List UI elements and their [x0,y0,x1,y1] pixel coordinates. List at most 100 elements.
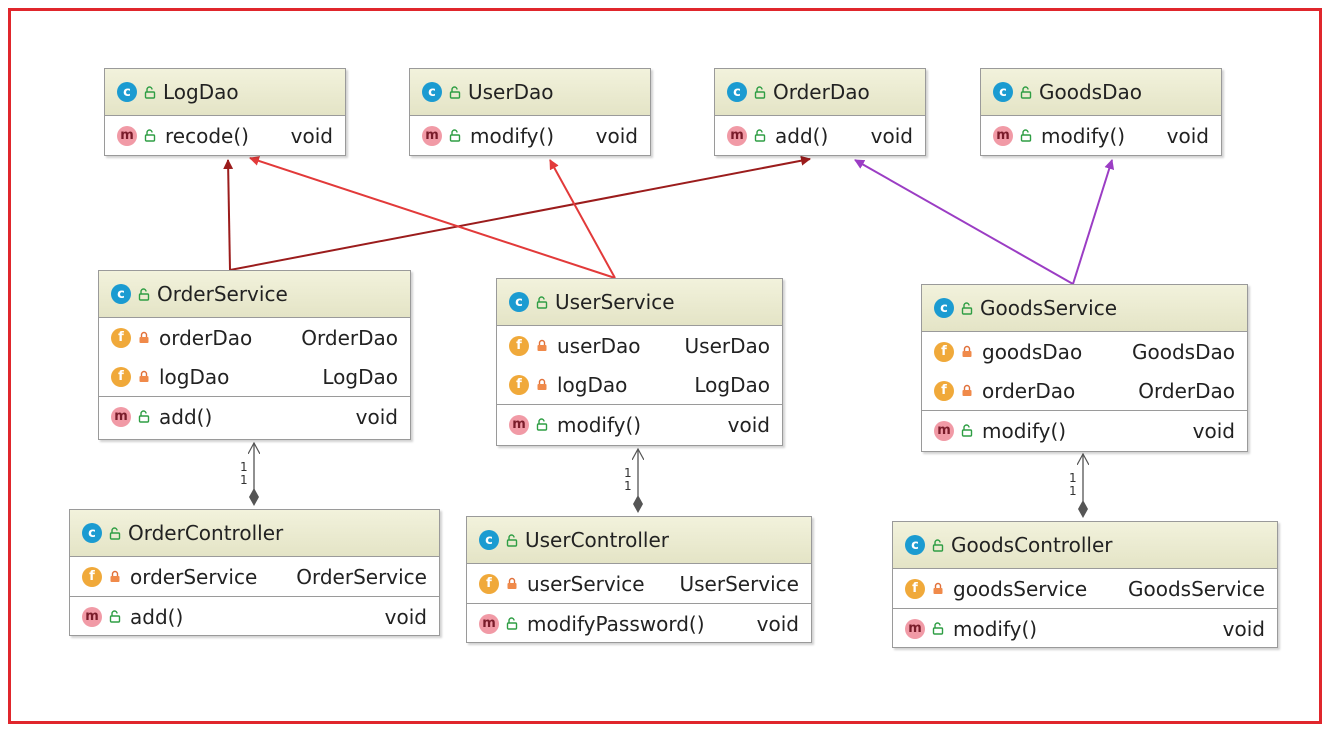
method-type: void [384,604,427,629]
field-type: OrderDao [301,325,398,350]
class-name: OrderController [128,521,284,545]
class-userservice[interactable]: c UserService f userDao UserDao f logDao… [496,278,783,446]
unlock-icon [143,129,157,143]
class-icon: c [479,530,499,550]
method-name: modifyPassword() [527,611,705,636]
class-userdao[interactable]: c UserDao m modify() void [409,68,651,156]
method-icon: m [117,125,137,146]
method-type: void [595,123,638,148]
field-row[interactable]: f goodsDao GoodsDao [922,332,1247,371]
method-row[interactable]: m modify() void [893,608,1277,648]
method-row[interactable]: m add() void [715,116,925,155]
field-icon: f [905,578,925,599]
method-icon: m [111,406,131,427]
field-row[interactable]: f goodsService GoodsService [893,569,1277,608]
dep-orderservice-orderdao [229,155,811,271]
field-row[interactable]: f orderDao OrderDao [922,371,1247,410]
class-name: UserService [555,290,675,314]
class-icon: c [509,292,529,312]
class-orderdao[interactable]: c OrderDao m add() void [714,68,926,156]
method-name: modify() [1041,123,1126,148]
method-row[interactable]: m modify() void [922,410,1247,450]
method-name: add() [159,404,213,429]
class-name: UserController [525,528,669,552]
class-goodsdao[interactable]: c GoodsDao m modify() void [980,68,1222,156]
field-name: orderDao [159,325,253,350]
dep-goodsservice-orderdao [854,159,1074,285]
class-icon: c [111,284,131,304]
unlock-icon [505,617,519,631]
unlock-icon [753,129,767,143]
method-type: void [756,611,799,636]
method-icon: m [422,125,442,146]
unlock-icon [535,418,549,432]
class-name: OrderDao [773,80,870,104]
unlock-icon [1019,129,1033,143]
unlock-icon [505,533,519,547]
method-type: void [870,123,913,148]
method-row[interactable]: m add() void [70,596,439,636]
field-name: logDao [557,372,628,397]
method-row[interactable]: m modify() void [497,404,782,444]
field-row[interactable]: f logDao LogDao [497,365,782,404]
method-icon: m [727,125,747,146]
multiplicity-user-bottom: 1 [624,479,632,493]
unlock-icon [1019,85,1033,99]
class-name: UserDao [468,80,554,104]
field-type: OrderService [296,564,427,589]
lock-icon [505,577,519,591]
field-row[interactable]: f logDao LogDao [99,357,410,396]
class-header: c UserService [497,279,782,326]
class-icon: c [727,82,747,102]
field-name: orderService [130,564,258,589]
lock-icon [137,370,151,384]
class-ordercontroller[interactable]: c OrderController f orderService OrderSe… [69,509,440,636]
lock-icon [960,345,974,359]
class-goodscontroller[interactable]: c GoodsController f goodsService GoodsSe… [892,521,1278,648]
unlock-icon [753,85,767,99]
multiplicity-goods-top: 1 [1069,471,1077,485]
class-usercontroller[interactable]: c UserController f userService UserServi… [466,516,812,643]
method-row[interactable]: m add() void [99,396,410,436]
diagram-frame [8,8,1322,724]
field-row[interactable]: f userDao UserDao [497,326,782,365]
lock-icon [931,582,945,596]
class-icon: c [905,535,925,555]
unlock-icon [448,85,462,99]
class-icon: c [422,82,442,102]
method-row[interactable]: m modifyPassword() void [467,603,811,643]
dep-orderservice-logdao [223,159,234,271]
field-row[interactable]: f userService UserService [467,564,811,603]
method-icon: m [905,618,925,639]
unlock-icon [931,538,945,552]
class-orderservice[interactable]: c OrderService f orderDao OrderDao f log… [98,270,411,440]
field-row[interactable]: f orderService OrderService [70,557,439,596]
class-header: c UserDao [410,69,650,116]
field-row[interactable]: f orderDao OrderDao [99,318,410,357]
field-name: goodsDao [982,339,1083,364]
field-type: GoodsDao [1132,339,1235,364]
method-type: void [1222,616,1265,641]
field-name: userDao [557,333,641,358]
composition-goods [1078,454,1088,518]
field-name: userService [527,571,645,596]
method-row[interactable]: m modify() void [981,116,1221,155]
method-row[interactable]: m modify() void [410,116,650,155]
class-name: LogDao [163,80,239,104]
method-type: void [727,412,770,437]
lock-icon [960,384,974,398]
class-goodsservice[interactable]: c GoodsService f goodsDao GoodsDao f ord… [921,284,1248,452]
class-name: GoodsService [980,296,1118,320]
unlock-icon [960,301,974,315]
method-name: modify() [982,418,1067,443]
class-logdao[interactable]: c LogDao m recode() void [104,68,346,156]
unlock-icon [960,424,974,438]
class-header: c OrderController [70,510,439,557]
dep-userservice-logdao [249,156,616,279]
method-row[interactable]: m recode() void [105,116,345,155]
field-icon: f [934,380,954,401]
field-icon: f [111,366,131,387]
method-name: modify() [953,616,1038,641]
method-name: add() [130,604,184,629]
method-icon: m [509,414,529,435]
